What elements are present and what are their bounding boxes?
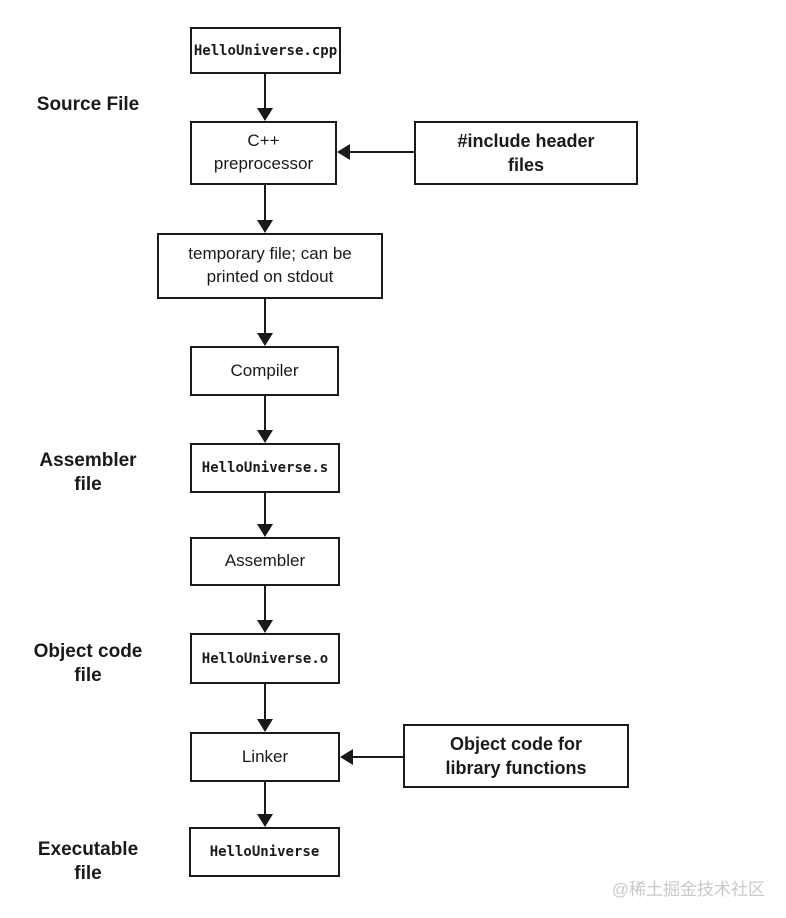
- arrow-line: [264, 396, 266, 432]
- arrow-down-head-icon: [257, 430, 273, 443]
- node-label-line: #include header: [457, 130, 595, 151]
- arrow-tempfile-to-compiler: [257, 299, 273, 346]
- node-label: Compiler: [230, 360, 299, 380]
- label-line: file: [74, 863, 102, 885]
- label-line: Executable: [37, 839, 139, 860]
- node-object-file-o: HelloUniverse.o: [190, 633, 340, 684]
- arrow-headers-to-preprocessor: [337, 144, 414, 160]
- arrow-linker-to-executable: [257, 782, 273, 827]
- node-label: Assembler: [224, 551, 306, 571]
- watermark-text: @稀土掘金技术社区: [611, 880, 765, 899]
- arrow-down-head-icon: [257, 220, 273, 233]
- arrow-line: [264, 299, 266, 335]
- node-cpp-preprocessor: C++ preprocessor: [190, 121, 337, 185]
- arrow-down-head-icon: [257, 814, 273, 827]
- arrow-down-head-icon: [257, 108, 273, 121]
- node-assembler: Assembler: [190, 537, 340, 586]
- node-label-line: files: [507, 155, 545, 175]
- node-label-line: preprocessor: [213, 154, 314, 173]
- arrow-line: [264, 493, 266, 526]
- label-line: file: [74, 665, 102, 687]
- arrow-line: [264, 586, 266, 622]
- arrow-down-head-icon: [257, 524, 273, 537]
- label-executable-file: Executable file: [18, 838, 158, 887]
- arrow-compiler-to-assemblerfile: [257, 396, 273, 443]
- node-linker: Linker: [190, 732, 340, 782]
- label-line: Assembler: [39, 450, 137, 471]
- label-line: file: [74, 474, 102, 496]
- node-executable: HelloUniverse: [189, 827, 340, 877]
- arrow-left-head-icon: [337, 144, 350, 160]
- label-object-code-file: Object code file: [18, 640, 158, 689]
- node-label: HelloUniverse: [209, 844, 320, 860]
- node-include-header-files: #include header files: [414, 121, 638, 185]
- arrow-preprocessor-to-tempfile: [257, 185, 273, 233]
- node-label: HelloUniverse.s: [201, 460, 329, 476]
- node-label: HelloUniverse.cpp: [193, 42, 338, 59]
- arrow-left-head-icon: [340, 749, 353, 765]
- node-label-line: temporary file; can be: [188, 244, 352, 264]
- node-library-object-code: Object code for library functions: [403, 724, 629, 788]
- arrow-library-to-linker: [340, 749, 403, 765]
- arrow-objectfile-to-linker: [257, 684, 273, 732]
- arrow-down-head-icon: [257, 719, 273, 732]
- node-source-file-cpp: HelloUniverse.cpp: [190, 27, 341, 74]
- arrow-cpp-to-preprocessor: [257, 74, 273, 121]
- node-label-line: printed on stdout: [206, 267, 334, 286]
- arrow-assembler-to-objectfile: [257, 586, 273, 633]
- node-temporary-file: temporary file; can be printed on stdout: [157, 233, 383, 299]
- label-line: Object code: [33, 641, 143, 662]
- arrow-down-head-icon: [257, 333, 273, 346]
- arrow-down-head-icon: [257, 620, 273, 633]
- node-assembler-file-s: HelloUniverse.s: [190, 443, 340, 493]
- node-label: HelloUniverse.o: [201, 650, 329, 667]
- node-label-line: Object code for: [449, 733, 583, 754]
- arrow-line: [351, 756, 403, 758]
- arrow-line: [348, 151, 414, 153]
- label-line: Source File: [36, 94, 140, 115]
- arrow-assemblerfile-to-assembler: [257, 493, 273, 537]
- node-label: Linker: [241, 746, 289, 766]
- node-label-line: library functions: [445, 758, 587, 778]
- arrow-line: [264, 74, 266, 110]
- label-source-file: Source File: [18, 93, 158, 117]
- arrow-line: [264, 782, 266, 816]
- node-compiler: Compiler: [190, 346, 339, 396]
- label-assembler-file: Assembler file: [18, 449, 158, 498]
- node-label-line: C++: [247, 131, 280, 151]
- arrow-line: [264, 684, 266, 721]
- arrow-line: [264, 185, 266, 222]
